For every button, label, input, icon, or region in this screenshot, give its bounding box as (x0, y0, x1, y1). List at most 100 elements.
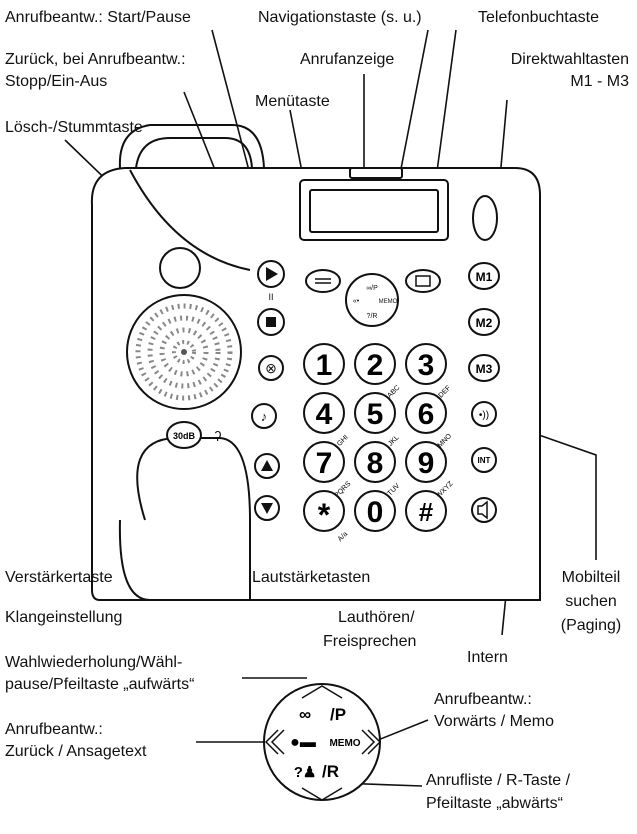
label-volume-keys: Lautstärketasten (252, 569, 371, 586)
book-icon (415, 275, 431, 287)
nav-up-chevron (301, 685, 343, 699)
paging-key[interactable]: •)) (471, 401, 497, 427)
key-hash[interactable]: # (405, 490, 447, 532)
svg-text:?/R: ?/R (367, 313, 378, 320)
amplifier-key[interactable] (166, 421, 202, 449)
nav-memo-label: MEMO (329, 738, 360, 749)
label-menu-key: Menütaste (255, 93, 330, 110)
right-side-keys: M1 M2 M3 •)) INT 30dB (173, 262, 500, 523)
mute-icon: ⊗ (265, 360, 277, 376)
label-intern: Intern (467, 649, 508, 666)
ear-icon: ʔ (215, 428, 222, 444)
int-label: INT (478, 456, 491, 465)
m2-key[interactable]: M2 (468, 308, 500, 336)
paging-icon: •)) (479, 410, 489, 421)
label-calllist-line2: Pfeiltaste „abwärts“ (426, 795, 563, 812)
volume-up-icon (261, 460, 273, 471)
key-digit: 4 (316, 398, 333, 431)
m3-label: M3 (476, 362, 493, 376)
top-keys: ∞/P «• MEMO ?/R (305, 269, 441, 327)
key-8[interactable]: 8 TUV (354, 441, 402, 497)
speaker-key[interactable] (471, 497, 497, 523)
key-digit: 2 (367, 349, 384, 382)
stop-icon (266, 317, 276, 327)
svg-text:∞/P: ∞/P (366, 285, 378, 292)
label-handset-line1: Mobilteil (561, 569, 621, 586)
key-digit: 8 (367, 447, 384, 480)
label-speaker-line2: Freisprechen (323, 633, 417, 650)
svg-text:MEMO: MEMO (379, 299, 398, 305)
label-nav-back-line1: Anrufbeantw.: (5, 721, 103, 738)
nav-down-label: /R (322, 762, 339, 781)
m3-key[interactable]: M3 (468, 354, 500, 382)
amp-label: 30dB (173, 431, 196, 441)
key-star[interactable]: * A/a (303, 490, 349, 543)
nav-pad-detail: ∞ /P ●▬ MEMO ?♟ /R (263, 683, 382, 801)
call-list-icon: ?♟ (294, 764, 317, 781)
nav-key-small[interactable] (345, 273, 399, 327)
ringtone-key[interactable] (251, 403, 277, 429)
key-9[interactable]: 9 WXYZ (405, 441, 455, 500)
label-handset-line3: (Paging) (560, 617, 622, 634)
volume-down-icon (261, 503, 273, 514)
nav-up-label: /P (330, 705, 346, 724)
key-digit: 9 (418, 447, 435, 480)
key-digit: 7 (316, 447, 333, 480)
nav-left-chevron-2 (270, 729, 285, 755)
nav-right-chevron-2 (367, 729, 382, 755)
label-back-line2: Stopp/Ein-Aus (5, 73, 108, 90)
label-direct-dial-line2: M1 - M3 (570, 73, 629, 90)
delete-mute-key[interactable] (258, 355, 284, 381)
key-digit: # (419, 497, 434, 527)
key-digit: * (318, 497, 331, 533)
menu-key[interactable] (305, 269, 341, 293)
note-icon: ♪ (261, 409, 268, 424)
redial-icon: ∞ (299, 705, 311, 724)
label-nav-back-line2: Zurück / Ansagetext (5, 743, 147, 760)
label-speaker-line1: Lauthören/ (338, 609, 415, 626)
key-4[interactable]: 4 GHI (303, 392, 350, 448)
m1-label: M1 (476, 270, 493, 284)
answering-back-icon: ●▬ (290, 734, 316, 751)
label-calllist-line1: Anrufliste / R-Taste / (426, 772, 571, 789)
label-back-line1: Zurück, bei Anrufbeantw.: (5, 51, 186, 68)
label-redial-line1: Wahlwiederholung/Wähl- (5, 654, 183, 671)
key-1[interactable]: 1 (303, 343, 345, 385)
label-navigation-key: Navigationstaste (s. u.) (258, 9, 422, 26)
key-5[interactable]: 5 JKL (354, 392, 401, 448)
leader-nav-forward (372, 719, 429, 743)
key-0[interactable]: 0 (354, 490, 396, 532)
svg-text:II: II (268, 292, 273, 302)
nav-left-chevron (264, 729, 279, 755)
svg-text:«•: «• (353, 298, 360, 305)
m1-key[interactable]: M1 (468, 262, 500, 290)
nav-right-chevron (361, 729, 376, 755)
key-2[interactable]: 2 ABC (354, 343, 402, 400)
int-key[interactable]: INT (471, 447, 497, 473)
keypad: 1 2 ABC 3 DEF 4 GHI 5 JKL 6 MNO (303, 343, 455, 543)
label-forward-line2: Vorwärts / Memo (434, 713, 555, 730)
key-digit: 3 (418, 349, 435, 382)
label-delete-mute: Lösch-/Stummtaste (5, 119, 143, 136)
m2-label: M2 (476, 316, 493, 330)
play-icon (266, 267, 278, 281)
key-digit: 1 (316, 349, 333, 382)
left-side-keys: II ⊗ ♪ ʔ (166, 260, 285, 521)
phonebook-key[interactable] (405, 269, 441, 293)
key-digit: 5 (367, 398, 384, 431)
label-call-indicator: Anrufanzeige (300, 51, 395, 68)
key-6[interactable]: 6 MNO (405, 392, 454, 449)
label-answering-start-pause: Anrufbeantw.: Start/Pause (5, 9, 191, 26)
label-ringtone: Klangeinstellung (5, 609, 123, 626)
key-digit: 6 (418, 398, 435, 431)
label-amplifier-key: Verstärkertaste (5, 569, 113, 586)
nav-down-chevron (301, 787, 343, 801)
label-redial-line2: pause/Pfeiltaste „aufwärts“ (5, 676, 195, 693)
label-phonebook-key: Telefonbuchtaste (478, 9, 599, 26)
speaker-grille (126, 294, 242, 410)
speaker-icon (477, 500, 488, 520)
label-forward-line1: Anrufbeantw.: (434, 691, 532, 708)
key-digit: 0 (367, 496, 384, 529)
label-direct-dial-line1: Direktwahltasten (510, 51, 629, 68)
